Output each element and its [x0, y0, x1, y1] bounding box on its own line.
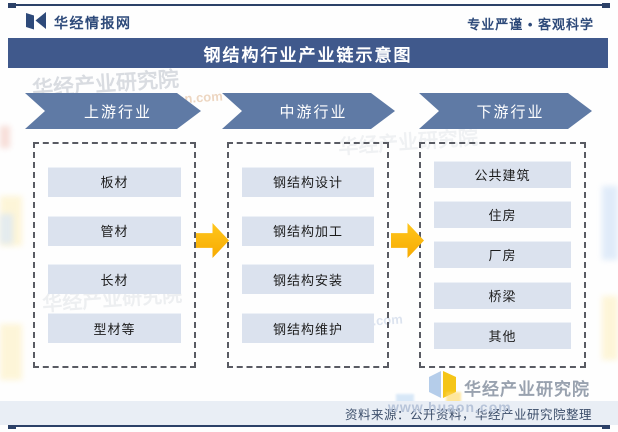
stage-header-downstream: 下游行业	[419, 93, 592, 129]
chain-item: 钢结构安装	[241, 264, 375, 295]
stage-header-upstream: 上游行业	[25, 93, 201, 129]
title-banner: 钢结构行业产业链示意图	[8, 38, 608, 68]
edge-smudge	[602, 186, 618, 260]
stage-column-downstream: 公共建筑 住房 厂房 桥梁 其他	[419, 142, 586, 368]
bottom-rule-cap	[602, 424, 610, 429]
edge-smudge	[0, 196, 22, 246]
stage-column-midstream: 钢结构设计 钢结构加工 钢结构安装 钢结构维护	[227, 142, 389, 368]
edge-smudge	[0, 126, 10, 148]
stage-header-label: 上游行业	[83, 103, 152, 121]
top-rule-cap	[8, 3, 16, 8]
stage-header-label: 下游行业	[476, 103, 545, 121]
footer-brand: 华经产业研究院	[428, 371, 590, 404]
bottom-rule-cap	[8, 424, 16, 429]
chain-item: 钢结构维护	[241, 313, 375, 344]
stage-header-label: 中游行业	[279, 103, 348, 121]
edge-smudge	[0, 324, 22, 380]
brand-logo-icon	[26, 11, 47, 35]
stage-column-upstream: 板材 管材 长材 型材等	[33, 142, 196, 368]
chain-item: 钢结构设计	[241, 166, 375, 197]
chain-item: 板材	[47, 166, 182, 197]
edge-smudge	[602, 296, 618, 360]
stage-header-midstream: 中游行业	[222, 93, 395, 129]
header-slogan: 专业严谨 • 客观科学	[467, 16, 594, 32]
flow-arrow-icon	[196, 222, 229, 259]
header: 华经情报网 专业严谨 • 客观科学	[26, 10, 594, 36]
footer-brand-name: 华经产业研究院	[464, 380, 590, 399]
chain-item: 桥梁	[434, 281, 571, 309]
chain-item: 住房	[434, 201, 571, 229]
chain-item: 钢结构加工	[241, 215, 375, 246]
chain-item: 其他	[434, 321, 571, 349]
page-title: 钢结构行业产业链示意图	[203, 45, 413, 65]
chain-item: 型材等	[47, 313, 182, 344]
chain-item: 厂房	[434, 241, 571, 269]
brand: 华经情报网	[26, 11, 132, 35]
top-rule-cap	[602, 3, 610, 8]
chain-item: 管材	[47, 215, 182, 246]
chain-item: 长材	[47, 264, 182, 295]
footer-logo-icon	[428, 371, 457, 404]
source-bar: 资料来源：公开资料，华经产业研究院整理	[0, 401, 618, 425]
bottom-rule	[8, 425, 610, 427]
chain-item: 公共建筑	[434, 161, 571, 189]
source-note: 资料来源：公开资料，华经产业研究院整理	[344, 407, 592, 422]
brand-name: 华经情报网	[54, 15, 132, 31]
edge-smudge	[0, 214, 13, 244]
top-rule	[8, 4, 610, 6]
